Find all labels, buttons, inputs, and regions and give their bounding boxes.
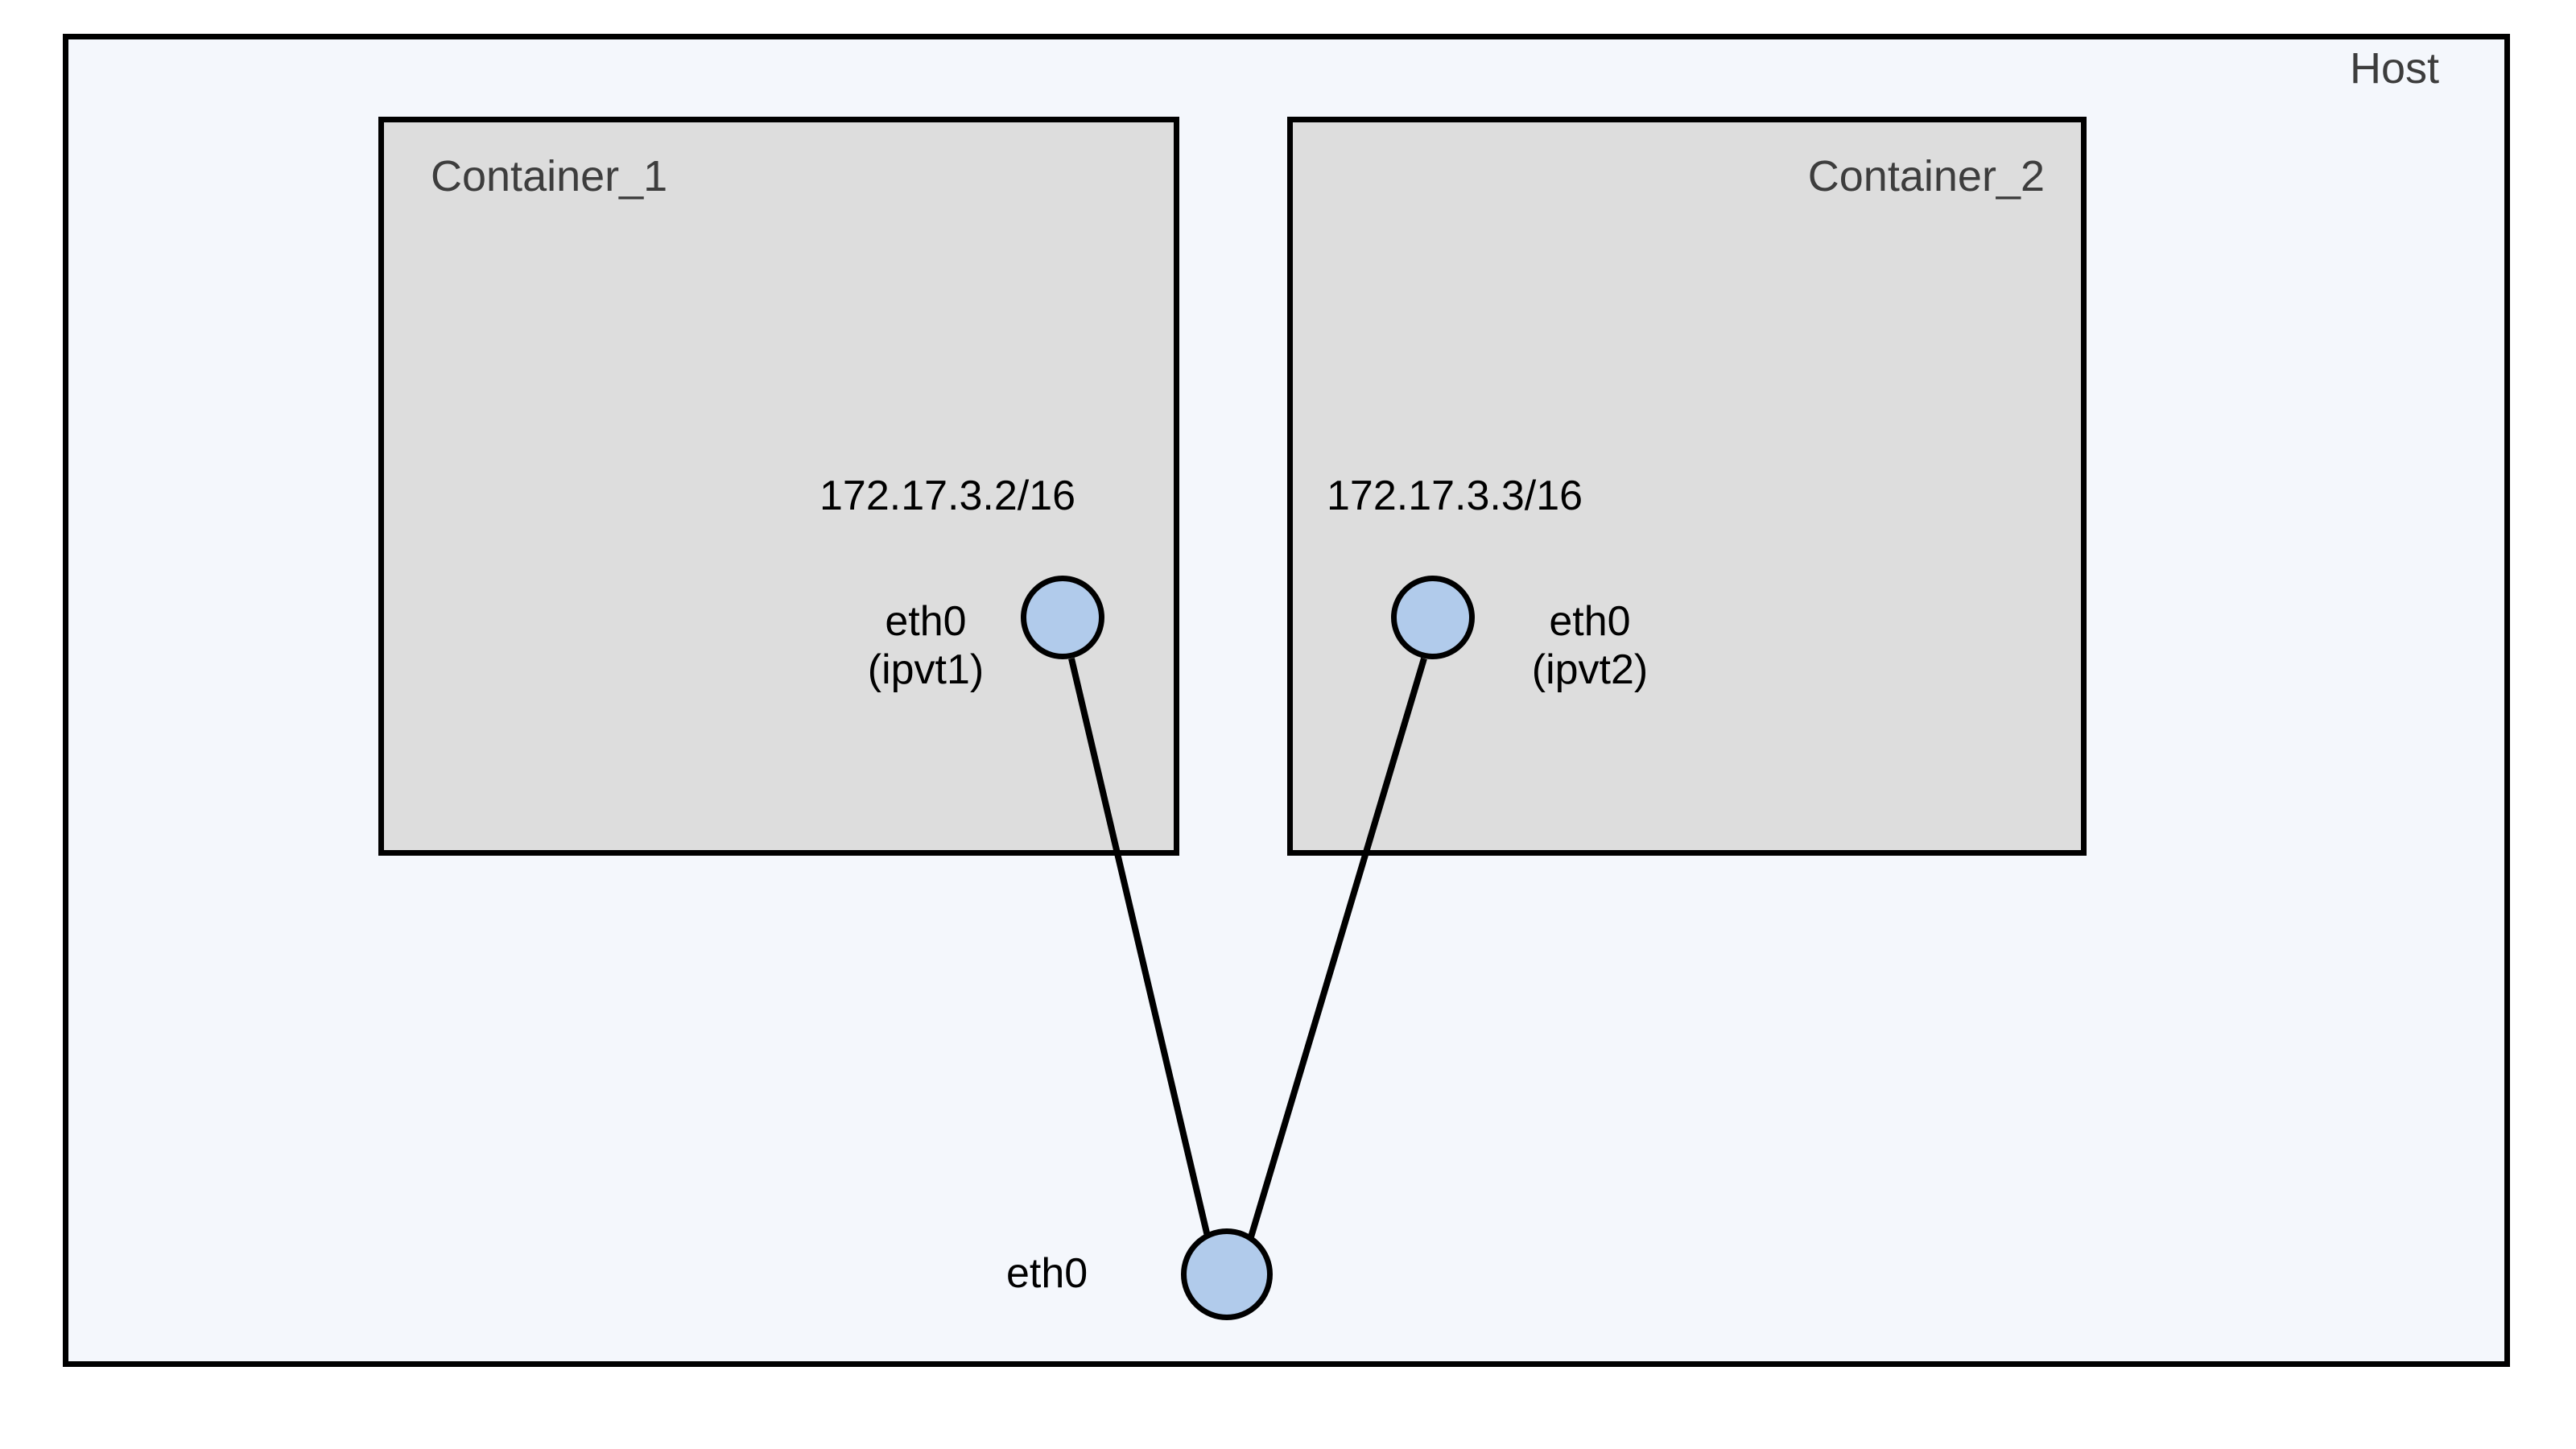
host-eth0-node[interactable] [1181, 1228, 1273, 1320]
host-interface-label: eth0 [1006, 1250, 1088, 1297]
container-1-interface-name: eth0 [885, 598, 967, 645]
container-2-ip-address: 172.17.3.3/16 [1327, 473, 1583, 519]
container-2-interface-label: eth0 (ipvt2) [1513, 597, 1666, 695]
container-2-interface-name: eth0 [1549, 598, 1631, 645]
container-2-label: Container_2 [1807, 152, 2045, 200]
host-label: Host [2349, 44, 2439, 93]
container-1-label: Container_1 [431, 152, 668, 200]
container-1-interface-alias: (ipvt1) [867, 646, 985, 694]
container-1-eth0-node[interactable] [1021, 576, 1104, 659]
container-1-interface-label: eth0 (ipvt1) [853, 597, 998, 695]
container-2-interface-alias: (ipvt2) [1531, 646, 1649, 694]
container-1-ip-address: 172.17.3.2/16 [819, 473, 1076, 519]
container-2-eth0-node[interactable] [1391, 576, 1475, 659]
container-1-box [378, 117, 1179, 856]
